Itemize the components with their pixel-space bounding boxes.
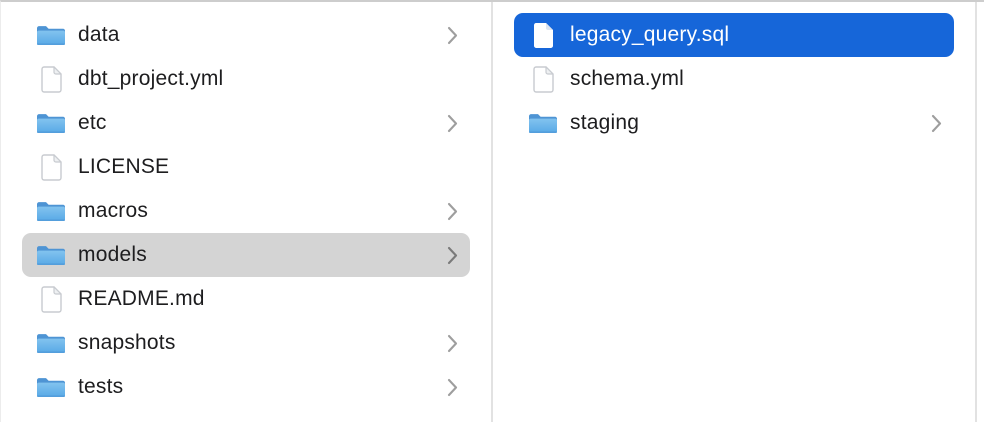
file-row-legacy-query-sql[interactable]: legacy_query.sql bbox=[514, 13, 954, 57]
file-name-label: tests bbox=[78, 375, 124, 398]
file-name-label: data bbox=[78, 23, 120, 46]
document-icon bbox=[528, 21, 558, 49]
document-icon bbox=[36, 153, 66, 181]
file-name-label: macros bbox=[78, 199, 149, 222]
file-row-schema-yml[interactable]: schema.yml bbox=[514, 57, 954, 101]
file-row-models[interactable]: models bbox=[22, 233, 470, 277]
file-name-label: schema.yml bbox=[570, 67, 685, 90]
file-name-label: snapshots bbox=[78, 331, 176, 354]
file-name-label: README.md bbox=[78, 287, 205, 310]
chevron-right-icon bbox=[447, 334, 458, 353]
file-row-staging[interactable]: staging bbox=[514, 101, 954, 145]
file-name-label: staging bbox=[570, 111, 640, 134]
file-row-etc[interactable]: etc bbox=[22, 101, 470, 145]
folder-icon bbox=[36, 21, 66, 49]
file-row-snapshots[interactable]: snapshots bbox=[22, 321, 470, 365]
folder-icon bbox=[36, 197, 66, 225]
file-row-macros[interactable]: macros bbox=[22, 189, 470, 233]
chevron-right-icon bbox=[447, 378, 458, 397]
document-icon bbox=[528, 65, 558, 93]
folder-icon bbox=[36, 241, 66, 269]
file-row-license[interactable]: LICENSE bbox=[22, 145, 470, 189]
file-name-label: legacy_query.sql bbox=[570, 23, 730, 46]
folder-icon bbox=[36, 329, 66, 357]
folder-icon bbox=[36, 373, 66, 401]
document-icon bbox=[36, 285, 66, 313]
file-column-parent: data bbox=[1, 2, 493, 422]
file-name-label: LICENSE bbox=[78, 155, 170, 178]
file-row-readme-md[interactable]: README.md bbox=[22, 277, 470, 321]
file-name-label: etc bbox=[78, 111, 107, 134]
document-icon bbox=[36, 65, 66, 93]
file-row-dbt-project-yml[interactable]: dbt_project.yml bbox=[22, 57, 470, 101]
file-row-tests[interactable]: tests bbox=[22, 365, 470, 409]
folder-icon bbox=[36, 109, 66, 137]
chevron-right-icon bbox=[447, 114, 458, 133]
folder-icon bbox=[528, 109, 558, 137]
chevron-right-icon bbox=[447, 246, 458, 265]
chevron-right-icon bbox=[447, 202, 458, 221]
file-column-contents: legacy_query.sql bbox=[493, 2, 977, 422]
file-column-stub bbox=[977, 2, 984, 422]
file-name-label: models bbox=[78, 243, 147, 266]
chevron-right-icon bbox=[931, 114, 942, 133]
file-row-data[interactable]: data bbox=[22, 13, 470, 57]
file-name-label: dbt_project.yml bbox=[78, 67, 224, 90]
chevron-right-icon bbox=[447, 26, 458, 45]
